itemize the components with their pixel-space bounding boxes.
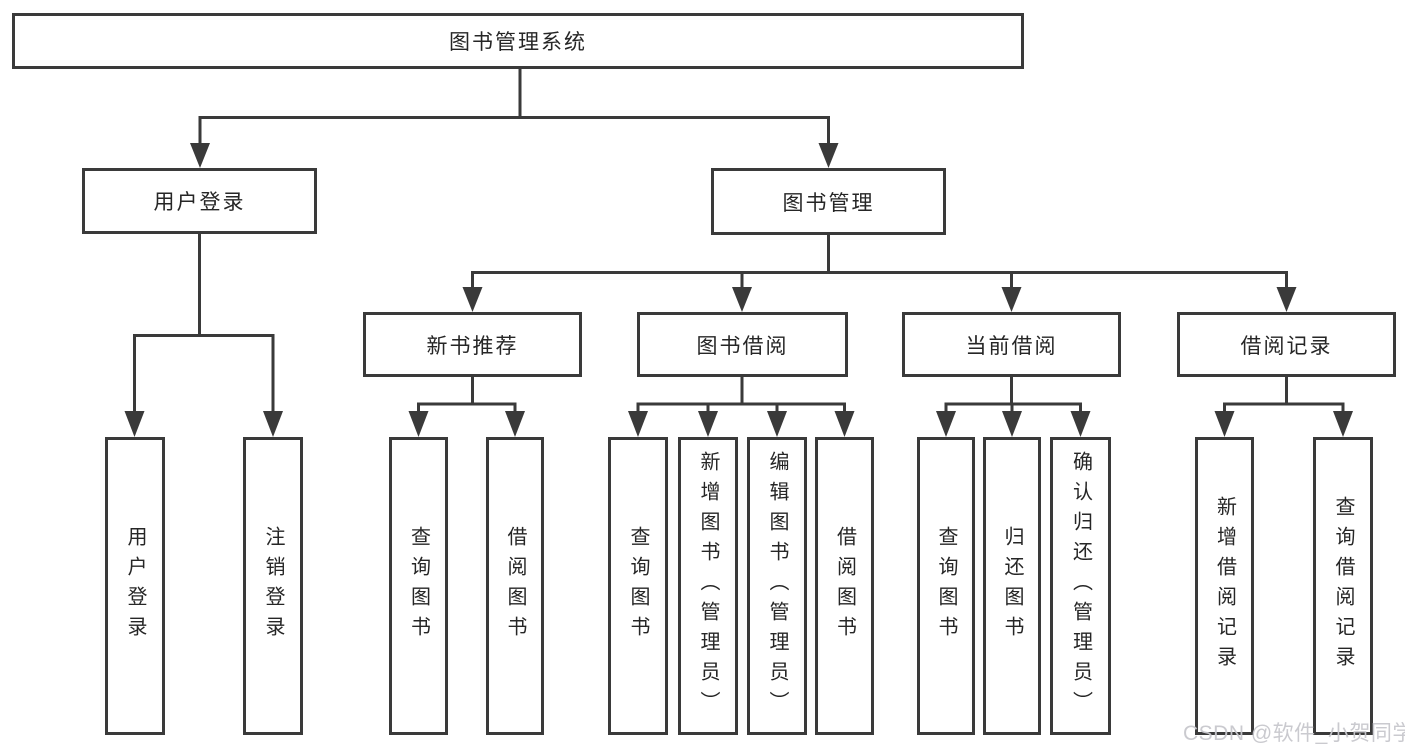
node-borrow-books-recommend: 借阅图书 <box>486 437 544 735</box>
node-label: 查询图书 <box>935 526 957 646</box>
node-label: 新增图书（管理员） <box>697 451 719 721</box>
node-add-borrow-record: 新增借阅记录 <box>1195 437 1254 735</box>
node-borrowing-records: 借阅记录 <box>1177 312 1396 377</box>
watermark-text: CSDN @软件_小贺同学 <box>1183 722 1405 745</box>
node-current-borrowing: 当前借阅 <box>902 312 1121 377</box>
node-book-borrowing: 图书借阅 <box>637 312 848 377</box>
node-label: 用户登录 <box>124 526 146 646</box>
node-logout: 注销登录 <box>243 437 303 735</box>
node-return-books: 归还图书 <box>983 437 1041 735</box>
node-query-books-current: 查询图书 <box>917 437 975 735</box>
node-book-management: 图书管理 <box>711 168 946 235</box>
node-label: 新增借阅记录 <box>1213 496 1236 676</box>
node-label: 查询图书 <box>407 526 430 646</box>
node-borrow-books-borrowing: 借阅图书 <box>815 437 874 735</box>
node-library-system: 图书管理系统 <box>12 13 1024 69</box>
node-add-books-admin: 新增图书（管理员） <box>678 437 738 735</box>
node-label: 注销登录 <box>262 526 284 646</box>
node-label: 借阅图书 <box>833 526 856 646</box>
node-label: 确认归还（管理员） <box>1069 451 1092 721</box>
node-new-book-recommendation: 新书推荐 <box>363 312 582 377</box>
node-label: 归还图书 <box>1001 526 1023 646</box>
node-label: 查询图书 <box>627 526 649 646</box>
node-label: 编辑图书（管理员） <box>766 451 788 721</box>
node-user-login: 用户登录 <box>82 168 317 234</box>
node-query-borrow-record: 查询借阅记录 <box>1313 437 1373 735</box>
node-query-books-borrowing: 查询图书 <box>608 437 668 735</box>
node-edit-books-admin: 编辑图书（管理员） <box>747 437 807 735</box>
node-confirm-return-admin: 确认归还（管理员） <box>1050 437 1111 735</box>
node-user-login-leaf: 用户登录 <box>105 437 165 735</box>
node-label: 查询借阅记录 <box>1332 496 1354 676</box>
node-label: 借阅图书 <box>504 526 526 646</box>
node-query-books-recommend: 查询图书 <box>389 437 448 735</box>
